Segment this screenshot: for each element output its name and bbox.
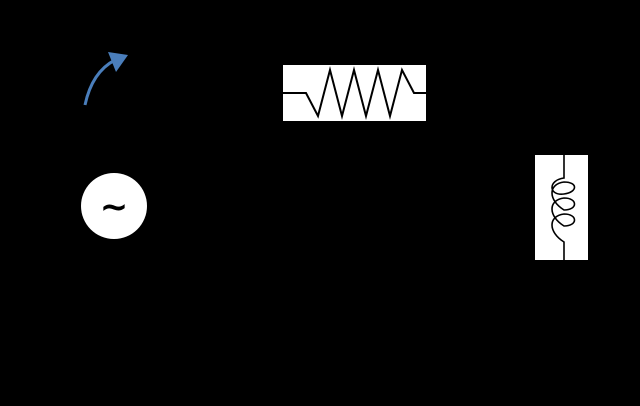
wire-top-right	[426, 90, 564, 155]
resistor-icon	[283, 65, 426, 121]
circuit-wires	[112, 90, 564, 332]
wire-top	[112, 90, 283, 173]
ac-source-icon: ~	[81, 173, 147, 239]
wire-bottom	[112, 239, 564, 332]
ac-source-symbol: ~	[100, 187, 129, 227]
inductor-coil-icon	[535, 155, 588, 260]
current-direction-arrow-icon	[83, 52, 128, 106]
